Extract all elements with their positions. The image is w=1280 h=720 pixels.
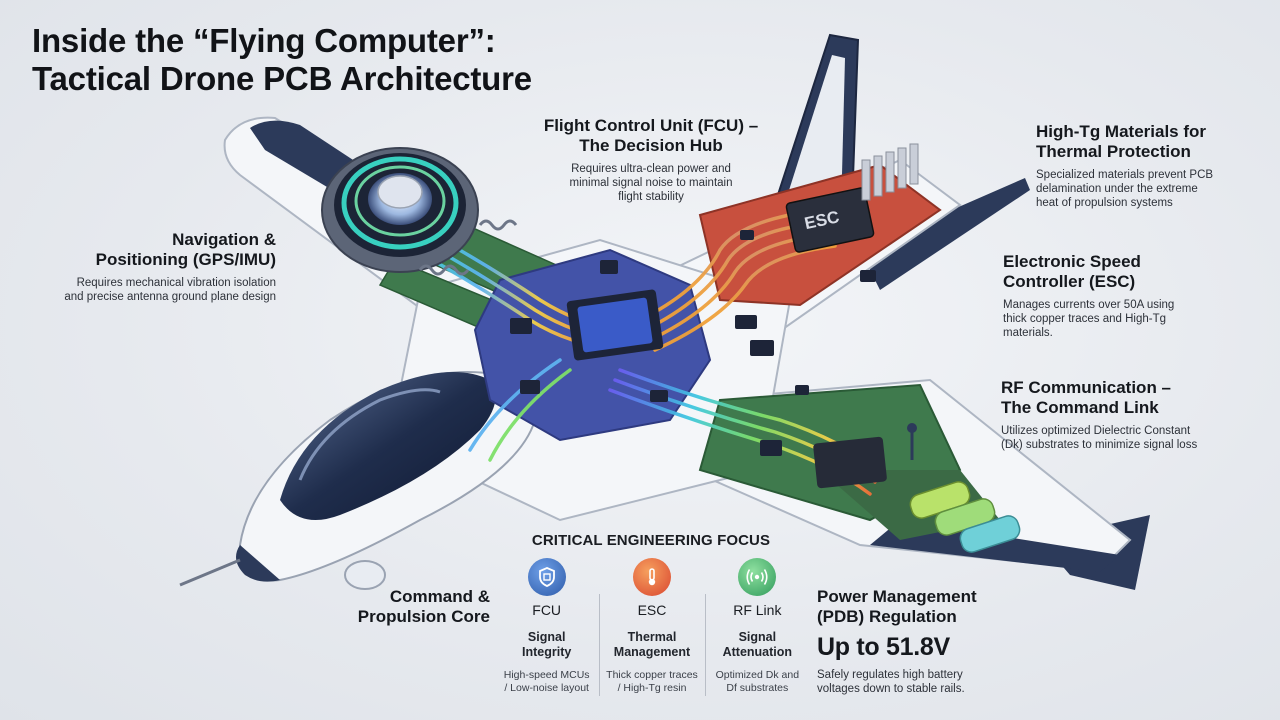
focus-rf-desc: Optimized Dk and Df substrates (715, 669, 800, 694)
page-title-line2: Tactical Drone PCB Architecture (32, 60, 532, 97)
focus-fcu-sub: Signal Integrity (522, 630, 572, 659)
fcu-callout-title: Flight Control Unit (FCU) – The Decision… (543, 116, 759, 155)
nav-callout: Navigation & Positioning (GPS/IMU) Requi… (30, 230, 276, 304)
hightg-callout-desc: Specialized materials prevent PCB delami… (1036, 169, 1214, 209)
shield-chip-icon (527, 558, 566, 596)
command-callout: Command & Propulsion Core (330, 587, 490, 627)
focus-esc-desc: Thick copper traces / High-Tg resin (606, 669, 698, 694)
rf-callout-desc: Utilizes optimized Dielectric Constant (… (1001, 425, 1198, 451)
focus-fcu-desc: High-speed MCUs / Low-noise layout (503, 669, 590, 694)
focus-col-fcu: FCU Signal Integrity High-speed MCUs / L… (494, 556, 599, 701)
rf-callout-title: RF Communication – The Command Link (1001, 378, 1172, 417)
page-title-line1: Inside the “Flying Computer”: (32, 22, 496, 59)
esc-callout: Electronic Speed Controller (ESC) Manage… (1003, 252, 1243, 340)
nav-callout-title: Navigation & Positioning (GPS/IMU) (95, 230, 276, 269)
focus-col-esc: ESC Thermal Management Thick copper trac… (599, 556, 704, 701)
signal-waves-icon (738, 558, 777, 596)
fcu-callout: Flight Control Unit (FCU) – The Decision… (520, 116, 782, 204)
focus-esc-sub: Thermal Management (613, 630, 691, 659)
nav-callout-desc: Requires mechanical vibration isolation … (64, 277, 276, 303)
page-title: Inside the “Flying Computer”: Tactical D… (32, 22, 532, 98)
focus-rf-name: RF Link (733, 602, 782, 618)
rf-callout: RF Communication – The Command Link Util… (1001, 378, 1251, 452)
focus-col-rf: RF Link Signal Attenuation Optimized Dk … (704, 556, 810, 701)
power-voltage: Up to 51.8V (817, 633, 950, 661)
esc-callout-title: Electronic Speed Controller (ESC) (1003, 252, 1141, 291)
fcu-callout-desc: Requires ultra-clean power and minimal s… (569, 163, 733, 203)
focus-esc-name: ESC (637, 602, 667, 618)
focus-columns: FCU Signal Integrity High-speed MCUs / L… (494, 556, 810, 701)
thermometer-icon (632, 558, 671, 596)
focus-rf-sub: Signal Attenuation (722, 630, 793, 659)
power-callout-title: Power Management (PDB) Regulation (817, 587, 977, 626)
focus-title: CRITICAL ENGINEERING FOCUS (531, 532, 771, 549)
hightg-callout-title: High-Tg Materials for Thermal Protection (1036, 122, 1207, 161)
command-callout-title: Command & Propulsion Core (357, 587, 490, 626)
hightg-callout: High-Tg Materials for Thermal Protection… (1036, 122, 1266, 210)
esc-callout-desc: Manages currents over 50A using thick co… (1003, 299, 1175, 339)
power-callout: Power Management (PDB) Regulation Up to … (817, 587, 1037, 696)
focus-fcu-name: FCU (532, 602, 562, 618)
power-callout-desc: Safely regulates high battery voltages d… (817, 669, 965, 695)
